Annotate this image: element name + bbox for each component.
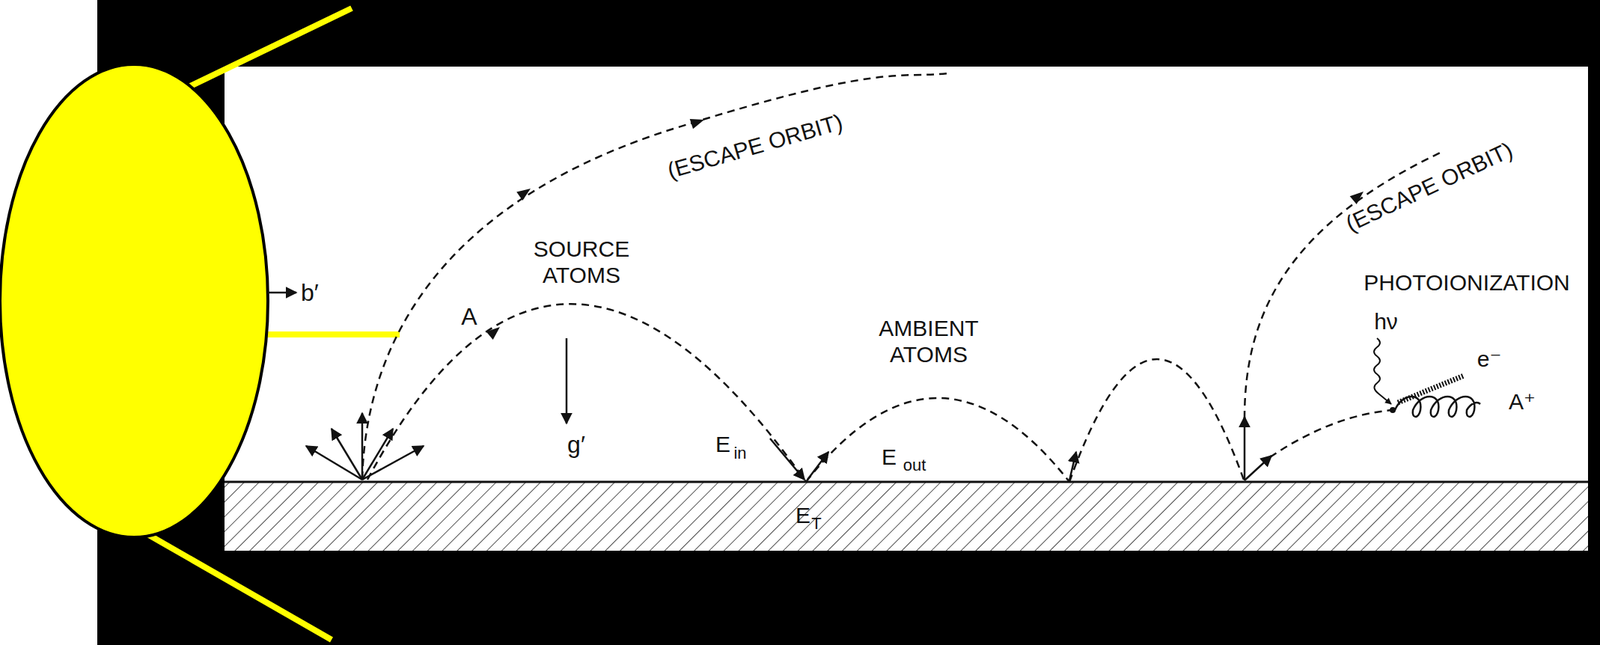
incoming-arrow bbox=[770, 438, 805, 480]
emission-arrow bbox=[306, 446, 363, 480]
group-label: SOURCE ATOMS bbox=[525, 236, 638, 289]
force-label: b′ bbox=[300, 279, 319, 307]
outgoing-arrow bbox=[1244, 455, 1272, 481]
energy-label: E bbox=[715, 431, 731, 458]
sun bbox=[0, 64, 268, 538]
arrowhead bbox=[516, 184, 534, 201]
sun-ray bbox=[122, 520, 332, 640]
panel bbox=[224, 66, 1589, 551]
ambient-hop-path bbox=[1069, 359, 1245, 482]
energy-subscript: T bbox=[811, 514, 821, 533]
outgoing-arrow bbox=[1069, 452, 1077, 481]
ground-hatch bbox=[224, 481, 1589, 551]
atom-label: A bbox=[460, 303, 477, 331]
arrowhead bbox=[1350, 187, 1368, 205]
group-label: AMBIENT ATOMS bbox=[865, 315, 993, 368]
energy-label: E bbox=[881, 444, 897, 471]
ion-helix bbox=[1394, 396, 1481, 417]
arrowhead bbox=[689, 114, 706, 129]
gravity-arrow bbox=[565, 338, 569, 424]
outgoing-arrow bbox=[807, 452, 829, 480]
escape-orbit-path bbox=[362, 73, 949, 479]
energy-label: E bbox=[795, 502, 811, 530]
ambient-hop-path bbox=[805, 398, 1070, 482]
electron-label: e⁻ bbox=[1477, 346, 1502, 373]
photoionization-path bbox=[1269, 410, 1393, 458]
ion-label: A⁺ bbox=[1508, 389, 1536, 416]
photon-label: hν bbox=[1373, 309, 1398, 336]
energy-subscript: out bbox=[903, 455, 927, 475]
orbit-label: (ESCAPE ORBIT) bbox=[664, 109, 846, 185]
ground-line bbox=[224, 481, 1589, 484]
arrowhead bbox=[486, 323, 504, 340]
emission-arrow bbox=[331, 428, 363, 480]
b-arrow bbox=[267, 291, 297, 295]
photon-wave bbox=[1373, 338, 1392, 405]
emission-arrow bbox=[361, 413, 364, 480]
force-label: g′ bbox=[567, 431, 586, 459]
emission-arrow bbox=[362, 446, 424, 480]
outgoing-arrow bbox=[1243, 416, 1247, 481]
process-label: PHOTOIONIZATION bbox=[1363, 270, 1571, 297]
energy-subscript: in bbox=[733, 443, 747, 463]
sun-ray bbox=[254, 331, 400, 338]
source-hop-path bbox=[367, 303, 806, 482]
orbit-label: (ESCAPE ORBIT) bbox=[1341, 136, 1517, 237]
ionization-point bbox=[1389, 407, 1396, 414]
